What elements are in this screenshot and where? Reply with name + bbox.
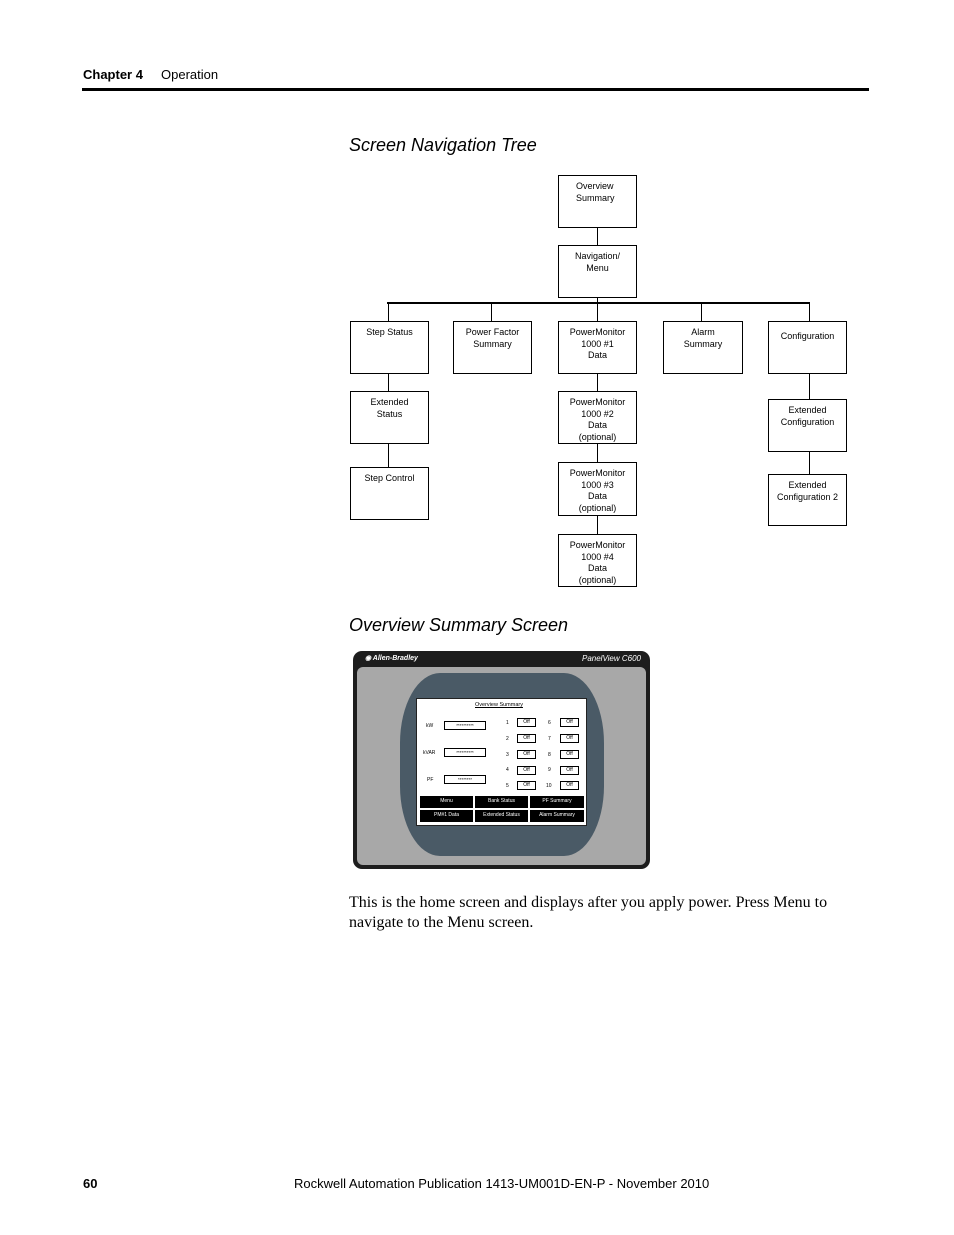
step-number: 2: [506, 736, 509, 742]
step-state-4[interactable]: Off: [517, 766, 536, 775]
node-extended-configuration: Extended Configuration: [768, 399, 847, 452]
field-label-kw: kW: [426, 723, 434, 729]
step-state-3[interactable]: Off: [517, 750, 536, 759]
step-number: 1: [506, 720, 509, 726]
node-navigation-menu: Navigation/ Menu: [558, 245, 637, 298]
node-overview-summary: Overview Summary: [558, 175, 637, 228]
allen-bradley-icon: ◉: [365, 655, 372, 662]
step-state-9[interactable]: Off: [560, 766, 579, 775]
connector-line: [597, 515, 598, 534]
connector-line: [388, 373, 389, 391]
connector-line: [597, 373, 598, 391]
field-value-pf: ********: [444, 775, 486, 784]
connector-line: [597, 297, 598, 303]
field-label-pf: PF: [427, 777, 434, 783]
model-name: PanelView C600: [582, 654, 642, 663]
step-number: 6: [548, 720, 551, 726]
node-powermonitor-1: PowerMonitor 1000 #1 Data: [558, 321, 637, 374]
connector-line: [597, 227, 598, 246]
field-value-kvar: **********: [444, 748, 486, 757]
step-number: 7: [548, 736, 551, 742]
section-label: Operation: [161, 67, 219, 82]
pm1-data-button[interactable]: PM#1 Data: [420, 810, 473, 822]
field-label-kvar: kVAR: [423, 750, 436, 756]
alarm-summary-button[interactable]: Alarm Summary: [530, 810, 584, 822]
body-paragraph: This is the home screen and displays aft…: [349, 894, 828, 931]
header-rule: [82, 88, 869, 91]
pf-summary-button[interactable]: PF Summary: [530, 796, 584, 808]
connector-line: [809, 303, 810, 321]
screen-title: Overview Summary: [475, 702, 523, 708]
nav-tree-title: Screen Navigation Tree: [349, 135, 537, 155]
field-value-kw: **********: [444, 721, 486, 730]
step-number: 5: [506, 783, 509, 789]
step-number: 9: [548, 767, 551, 773]
step-number: 8: [548, 752, 551, 758]
node-extended-configuration-2: Extended Configuration 2: [768, 474, 847, 526]
connector-bus: [387, 302, 810, 304]
node-configuration: Configuration: [768, 321, 847, 374]
publication-info: Rockwell Automation Publication 1413-UM0…: [294, 1176, 710, 1191]
connector-line: [809, 451, 810, 474]
connector-line: [388, 443, 389, 468]
node-step-control: Step Control: [350, 467, 429, 520]
connector-line: [597, 443, 598, 462]
step-state-8[interactable]: Off: [560, 750, 579, 759]
page-number: 60: [83, 1176, 98, 1191]
node-alarm-summary: Alarm Summary: [663, 321, 743, 374]
connector-line: [701, 303, 702, 321]
brand-name: Allen-Bradley: [372, 655, 418, 662]
connector-line: [809, 373, 810, 399]
connector-line: [388, 303, 389, 321]
node-powermonitor-4: PowerMonitor 1000 #4 Data (optional): [558, 534, 637, 587]
step-number: 3: [506, 752, 509, 758]
step-state-5[interactable]: Off: [517, 781, 536, 790]
step-state-1[interactable]: Off: [517, 718, 536, 727]
extended-status-button[interactable]: Extended Status: [475, 810, 528, 822]
chapter-label: Chapter 4: [83, 67, 143, 82]
step-number: 10: [546, 783, 552, 789]
connector-line: [491, 303, 492, 321]
step-state-10[interactable]: Off: [560, 781, 579, 790]
brand-logo: ◉ Allen-Bradley: [365, 654, 418, 662]
step-state-6[interactable]: Off: [560, 718, 579, 727]
step-number: 4: [506, 767, 509, 773]
overview-screen-title: Overview Summary Screen: [349, 615, 569, 635]
connector-line: [597, 303, 598, 321]
step-state-7[interactable]: Off: [560, 734, 579, 743]
step-state-2[interactable]: Off: [517, 734, 536, 743]
terminal-screen: Overview Summary kW ********** kVAR ****…: [416, 698, 587, 826]
bank-status-button[interactable]: Bank Status: [475, 796, 528, 808]
node-powermonitor-3: PowerMonitor 1000 #3 Data (optional): [558, 462, 637, 516]
node-extended-status: Extended Status: [350, 391, 429, 444]
node-step-status: Step Status: [350, 321, 429, 374]
node-powermonitor-2: PowerMonitor 1000 #2 Data (optional): [558, 391, 637, 444]
node-power-factor-summary: Power Factor Summary: [453, 321, 532, 374]
menu-button[interactable]: Menu: [420, 796, 473, 808]
